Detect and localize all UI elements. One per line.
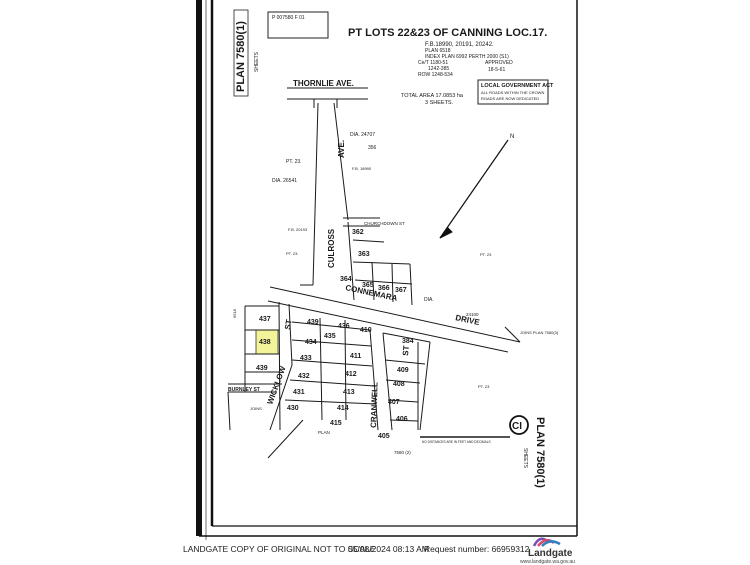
landgate-logo-icon (532, 537, 561, 547)
road-thornlie: THORNLIE AVE. (293, 79, 354, 88)
road-churchdown: CHURCHDOWN ST (364, 221, 405, 226)
lot-436: 436 (338, 323, 350, 330)
north-arrow: N (439, 134, 514, 239)
copy-notice: LANDGATE COPY OF ORIGINAL NOT TO SCALE (183, 544, 376, 554)
lot-408: 408 (393, 381, 405, 388)
lot-434: 434 (305, 339, 317, 346)
lot-363: 363 (358, 251, 370, 258)
right-plan-number: PLAN 7580(1) (534, 417, 546, 488)
road-culross-ave: AVE. (337, 140, 346, 158)
north-label: N (510, 134, 514, 140)
lot-406: 406 (396, 416, 408, 423)
lot-367: 367 (395, 287, 407, 294)
ref-fb-18990: F.B. 18990 (352, 166, 372, 171)
ref-pt23-mid: PT. 23. (286, 251, 298, 256)
lot-410: 410 (360, 327, 372, 334)
road-network (227, 87, 521, 459)
lot-412: 412 (345, 371, 357, 378)
ref-24100: 24100 (466, 312, 479, 317)
lot-439b: 439 (307, 319, 319, 326)
ref-joins-left: JOINS (250, 406, 262, 411)
lot-409: 409 (397, 367, 409, 374)
lot-366: 366 (378, 285, 390, 292)
landgate-url: www.landgate.wa.gov.au (520, 559, 575, 565)
lot-437: 437 (259, 316, 271, 323)
ref-pt23-lower: PT. 23 (478, 384, 490, 389)
copy-timestamp: 05/08/2024 08:13 AM (348, 544, 429, 554)
fb-line: F.B.18990, 20191, 20242. (425, 42, 494, 48)
ref-dia-26541: DIA. 26541 (272, 178, 297, 184)
total-area: TOTAL AREA 17.0853 ha (401, 93, 464, 99)
lot-415: 415 (330, 420, 342, 427)
lot-411: 411 (350, 353, 361, 360)
lot-407: 407 (388, 399, 400, 406)
left-plan-label: PLAN 7580(1) SHEETS (233, 9, 260, 97)
road-culross: CULROSS (327, 228, 336, 268)
ref-dia-24707: DIA. 24707 (350, 132, 375, 138)
plan-title: PT LOTS 22&23 OF CANNING LOC.17. (348, 27, 547, 39)
ct-line-3: ROW 1248-534 (418, 72, 453, 78)
lot-435: 435 (324, 333, 336, 340)
approved-date: 18-5-61 (488, 67, 505, 73)
reference-annotations: DIA. 24707 356 PT. 23. DIA. 26541 F.B. 1… (232, 132, 559, 455)
lga-line-1: ALL ROADS WITHIN THE CROWN (481, 90, 544, 95)
ref-fb-20193: F.B. 20193 (288, 227, 308, 232)
lot-365: 365 (362, 282, 374, 289)
lga-line-2: ROADS ARE NOW DEDICATED (481, 96, 539, 101)
landgate-logo (526, 532, 586, 563)
road-cranwell: CRANWELL (369, 382, 380, 428)
ct-line: Ce/T 1180-51 (418, 60, 448, 66)
landgate-wordmark: Landgate (528, 548, 573, 559)
ref-dia-mid: DIA. (424, 297, 434, 303)
index-line: INDEX PLAN 6992 PERTH 2000 (S1) (425, 54, 509, 60)
ref-pt23-right: PT. 23 (480, 252, 492, 257)
ref-plan-7580-2: 7580 (2) (394, 450, 411, 455)
lot-431: 431 (293, 389, 305, 396)
road-burnley: BURNLEY ST (228, 387, 260, 393)
lot-439: 439 (256, 365, 268, 372)
lot-384: 384 (402, 338, 414, 345)
lot-413: 413 (343, 389, 355, 396)
ref-6518: 6518 (232, 308, 237, 318)
right-plan-sheets: SHEETS (522, 448, 528, 469)
ref-pt23-top: PT. 23. (286, 159, 302, 165)
ct-line-2: 1242-385 (428, 66, 449, 72)
ci-circle (509, 415, 529, 435)
sheets-count: 3 SHEETS. (425, 100, 454, 106)
lot-430: 430 (287, 405, 299, 412)
lot-362: 362 (352, 229, 364, 236)
road-cranwell-st: ST (401, 345, 411, 356)
road-wicklow-st: ST (283, 319, 294, 331)
lot-432: 432 (298, 373, 310, 380)
ref-plan-bottom: PLAN (318, 430, 330, 435)
request-number: Request number: 66959312 (424, 544, 530, 554)
lot-438: 438 (259, 339, 271, 346)
ref-joins-plan: JOINS PLAN 7580(3) (520, 330, 559, 335)
ci-label: CI (512, 421, 522, 432)
ref-356: 356 (368, 145, 377, 151)
lot-433: 433 (300, 355, 312, 362)
plan-line: PLAN 6518 (425, 48, 451, 54)
lga-title: LOCAL GOVERNMENT ACT (481, 83, 554, 89)
lot-405: 405 (378, 433, 390, 440)
right-plan-label: PLAN 7580(1) SHEETS CI (509, 415, 546, 488)
sheet-border (196, 0, 578, 540)
road-wicklow: WICKLOW (265, 365, 287, 406)
ref-scale-note: NO DISTANCES ARE IN FEET AND DECIMALS (422, 440, 491, 444)
header-block: P 007580 F 01 PT LOTS 22&23 OF CANNING L… (267, 11, 554, 106)
lot-numbers: 362 363 364 365 366 367 437 438 439 439 … (256, 229, 414, 440)
approved-label: APPROVED (485, 60, 513, 66)
file-ref: P 007580 F 01 (272, 15, 305, 21)
lot-364: 364 (340, 276, 352, 283)
left-plan-number: PLAN 7580(1) (235, 21, 247, 92)
left-plan-sheets: SHEETS (254, 51, 260, 72)
lot-414: 414 (337, 405, 349, 412)
